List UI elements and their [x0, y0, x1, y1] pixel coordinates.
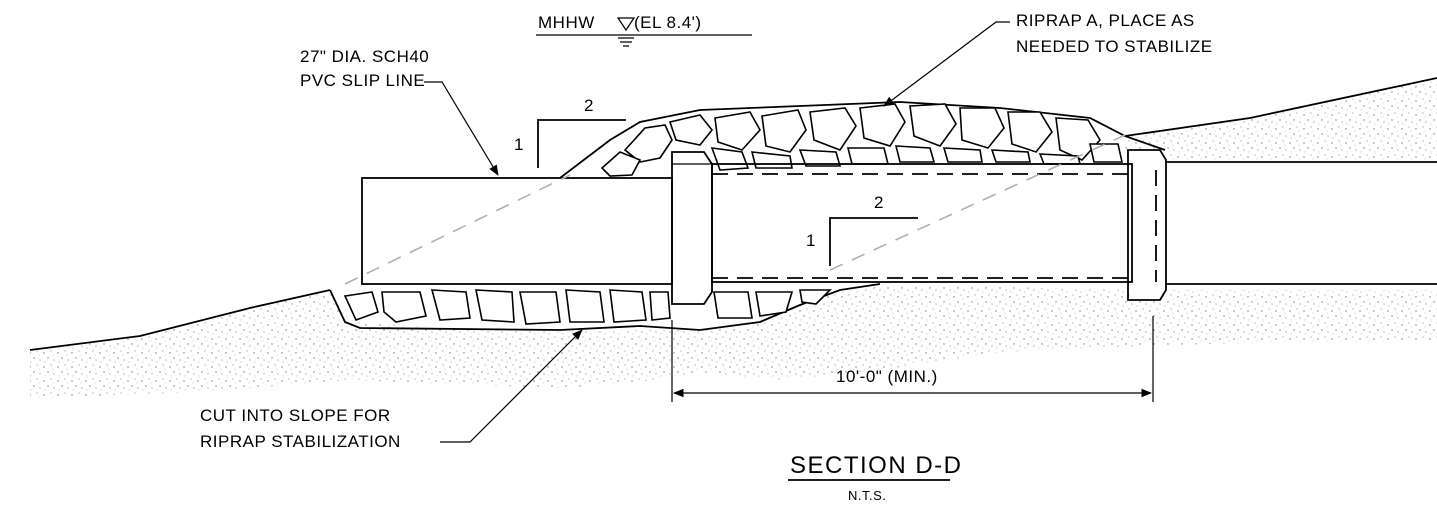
pvc-slip-line-pipe	[361, 177, 673, 285]
ground-soil-upper	[1125, 78, 1437, 160]
ground-line-right	[1124, 77, 1437, 137]
riprap-rocks-lower	[343, 289, 832, 325]
slope-indicator-lower	[829, 217, 918, 266]
pipe-callout-line2: PVC SLIP LINE	[300, 71, 425, 90]
cut-callout-line1: CUT INTO SLOPE FOR	[200, 406, 391, 425]
cut-callout-leader	[440, 329, 583, 443]
water-level-symbol	[616, 17, 636, 47]
slope-guide-upper	[344, 174, 571, 285]
coupling-right	[1127, 149, 1167, 301]
riprap-callout-line1: RIPRAP A, PLACE AS	[1016, 11, 1195, 30]
ground-line-left	[29, 289, 331, 351]
section-title: SECTION D-D	[790, 452, 963, 479]
coupling-left	[671, 151, 713, 305]
pipe-callout-leader	[424, 81, 499, 176]
riprap-upper	[559, 101, 1166, 179]
cut-callout-line2: RIPRAP STABILIZATION	[200, 432, 401, 451]
mhhw-elevation: (EL 8.4')	[634, 13, 702, 32]
dimension-label: 10'-0" (MIN.)	[836, 367, 938, 386]
slope-upper-run: 2	[584, 96, 594, 115]
host-pipe-segment	[711, 163, 1133, 283]
slope-lower-rise: 1	[806, 231, 816, 250]
slope-indicator-upper	[537, 119, 626, 168]
ground-soil-lower	[30, 286, 1437, 398]
riprap-callout-line2: NEEDED TO STABILIZE	[1016, 37, 1213, 56]
pipe-callout-line1: 27" DIA. SCH40	[300, 47, 429, 66]
mhhw-label: MHHW	[538, 13, 595, 32]
slope-upper-rise: 1	[514, 135, 524, 154]
riprap-callout-leader	[883, 21, 1010, 107]
slope-guide-lower	[829, 134, 1126, 271]
scale-note: N.T.S.	[848, 488, 886, 503]
slope-lower-run: 2	[874, 193, 884, 212]
